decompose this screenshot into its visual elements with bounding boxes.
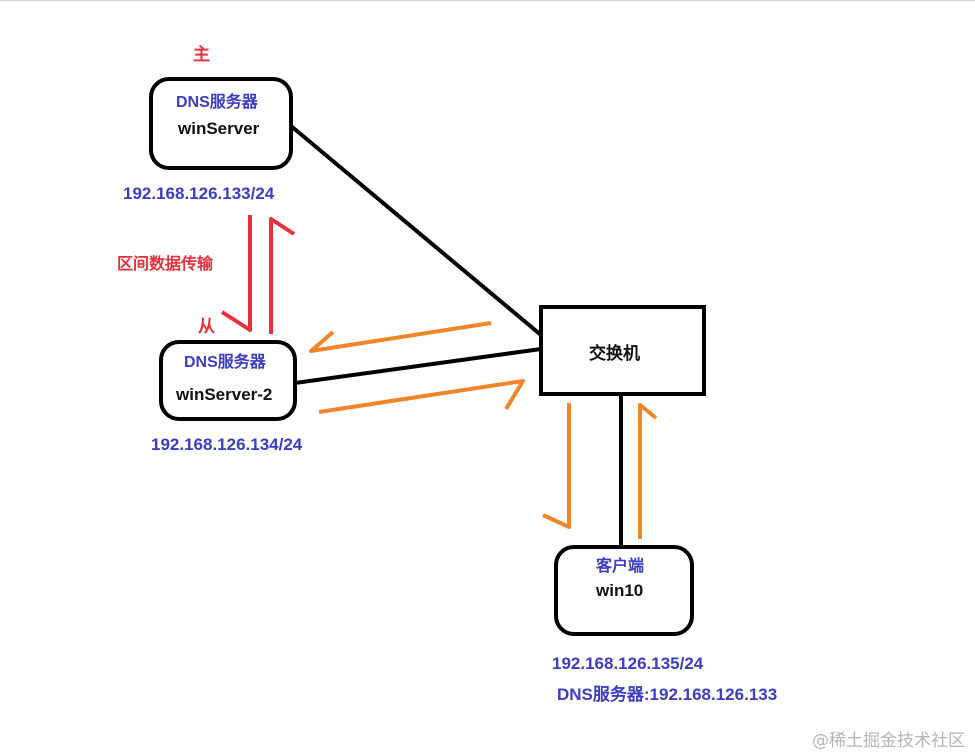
query-arrow-switch-to-secondary (309, 321, 492, 353)
top-border (0, 0, 975, 1)
link-primary-switch (289, 124, 543, 337)
secondary-server-box (159, 340, 297, 421)
switch-box (539, 305, 706, 396)
zone-transfer-label: 区间数据传输 (117, 256, 214, 273)
link-secondary-switch (294, 347, 542, 385)
query-arrow-switch-to-client (542, 403, 571, 529)
transfer-arrow-down (220, 215, 252, 332)
switch-label: 交换机 (589, 344, 640, 363)
query-arrow-secondary-to-switch (318, 379, 525, 414)
client-dns-setting: DNS服务器:192.168.126.133 (557, 685, 778, 704)
client-box (554, 545, 694, 636)
client-hostname: win10 (596, 581, 644, 600)
primary-marker: 主 (193, 45, 210, 64)
watermark: @稀土掘金技术社区 (812, 731, 965, 751)
secondary-server-hostname: winServer-2 (176, 385, 273, 404)
secondary-marker: 从 (198, 317, 215, 336)
query-arrow-client-to-switch (638, 403, 658, 539)
secondary-server-ip: 192.168.126.134/24 (151, 435, 303, 454)
secondary-server-role: DNS服务器 (184, 354, 266, 371)
client-role: 客户端 (596, 558, 645, 575)
primary-server-ip: 192.168.126.133/24 (123, 184, 275, 203)
primary-server-box (149, 77, 293, 170)
primary-server-role: DNS服务器 (176, 94, 258, 111)
primary-server-hostname: winServer (178, 119, 260, 138)
client-ip: 192.168.126.135/24 (552, 654, 704, 673)
transfer-arrow-up (269, 217, 296, 334)
